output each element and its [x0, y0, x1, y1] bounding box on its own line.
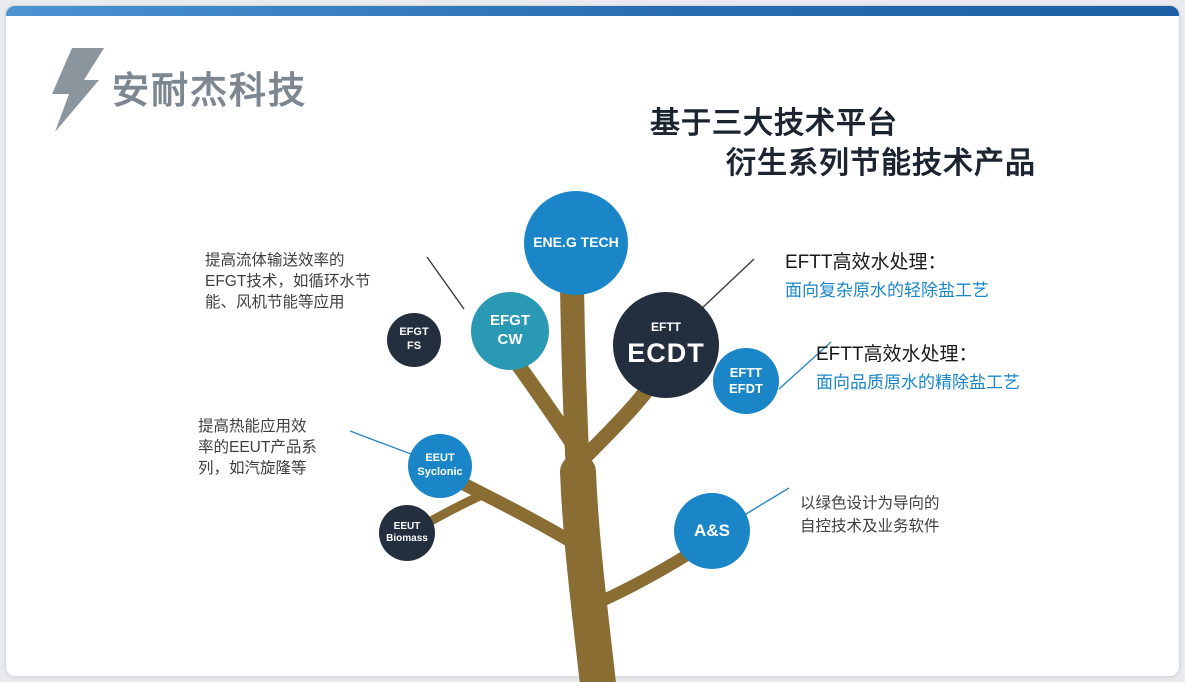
annotation-efgt: 提高流体输送效率的 EFGT技术，如循环水节 能、风机节能等应用 — [205, 252, 371, 311]
node-as-label: A&S — [694, 521, 730, 541]
node-enegtech-label: ENE.G TECH — [533, 234, 619, 251]
node-efdt: EFTT EFDT — [713, 348, 779, 414]
node-ecdt: EFTT ECDT — [613, 292, 719, 398]
slide-title-line2: 衍生系列节能技术产品 — [726, 147, 1036, 180]
annotation-eftt-ecdt-title: EFTT高效水处理： — [785, 252, 947, 273]
node-eeut-syclonic: EEUT Syclonic — [408, 434, 472, 498]
node-enegtech: ENE.G TECH — [524, 191, 628, 295]
lightning-bolt-icon — [52, 48, 104, 132]
node-eeut-biomass-label: EEUT Biomass — [386, 520, 428, 545]
node-eeut-syclonic-label: EEUT Syclonic — [417, 452, 463, 478]
annotation-eftt-efdt-subtitle: 面向品质原水的精除盐工艺 — [816, 373, 1020, 392]
annotation-eftt-ecdt-subtitle: 面向复杂原水的轻除盐工艺 — [785, 281, 989, 300]
node-efgt-cw-label: EFGT CW — [490, 312, 530, 348]
node-efgt-cw: EFGT CW — [471, 292, 549, 370]
node-efgt-fs-label: EFGT FS — [399, 326, 429, 352]
node-ecdt-tag: EFTT — [651, 319, 681, 334]
node-efgt-fs: EFGT FS — [387, 313, 441, 367]
annotation-eftt-efdt: EFTT高效水处理： 面向品质原水的精除盐工艺 — [816, 344, 1020, 393]
node-as: A&S — [674, 493, 750, 569]
node-ecdt-label: ECDT — [627, 337, 705, 368]
annotation-eftt-efdt-title: EFTT高效水处理： — [816, 344, 978, 365]
top-accent-bar — [6, 6, 1179, 16]
annotation-as: 以绿色设计为导向的 自控技术及业务软件 — [800, 495, 940, 535]
slide-title-line1: 基于三大技术平台 — [650, 107, 898, 140]
annotation-eftt-ecdt: EFTT高效水处理： 面向复杂原水的轻除盐工艺 — [785, 252, 989, 301]
node-eeut-biomass: EEUT Biomass — [379, 505, 435, 561]
annotation-eeut: 提高热能应用效 率的EEUT产品系 列，如汽旋隆等 — [198, 418, 317, 477]
company-logo-text: 安耐杰科技 — [112, 70, 307, 111]
node-efdt-label: EFTT EFDT — [729, 364, 763, 396]
